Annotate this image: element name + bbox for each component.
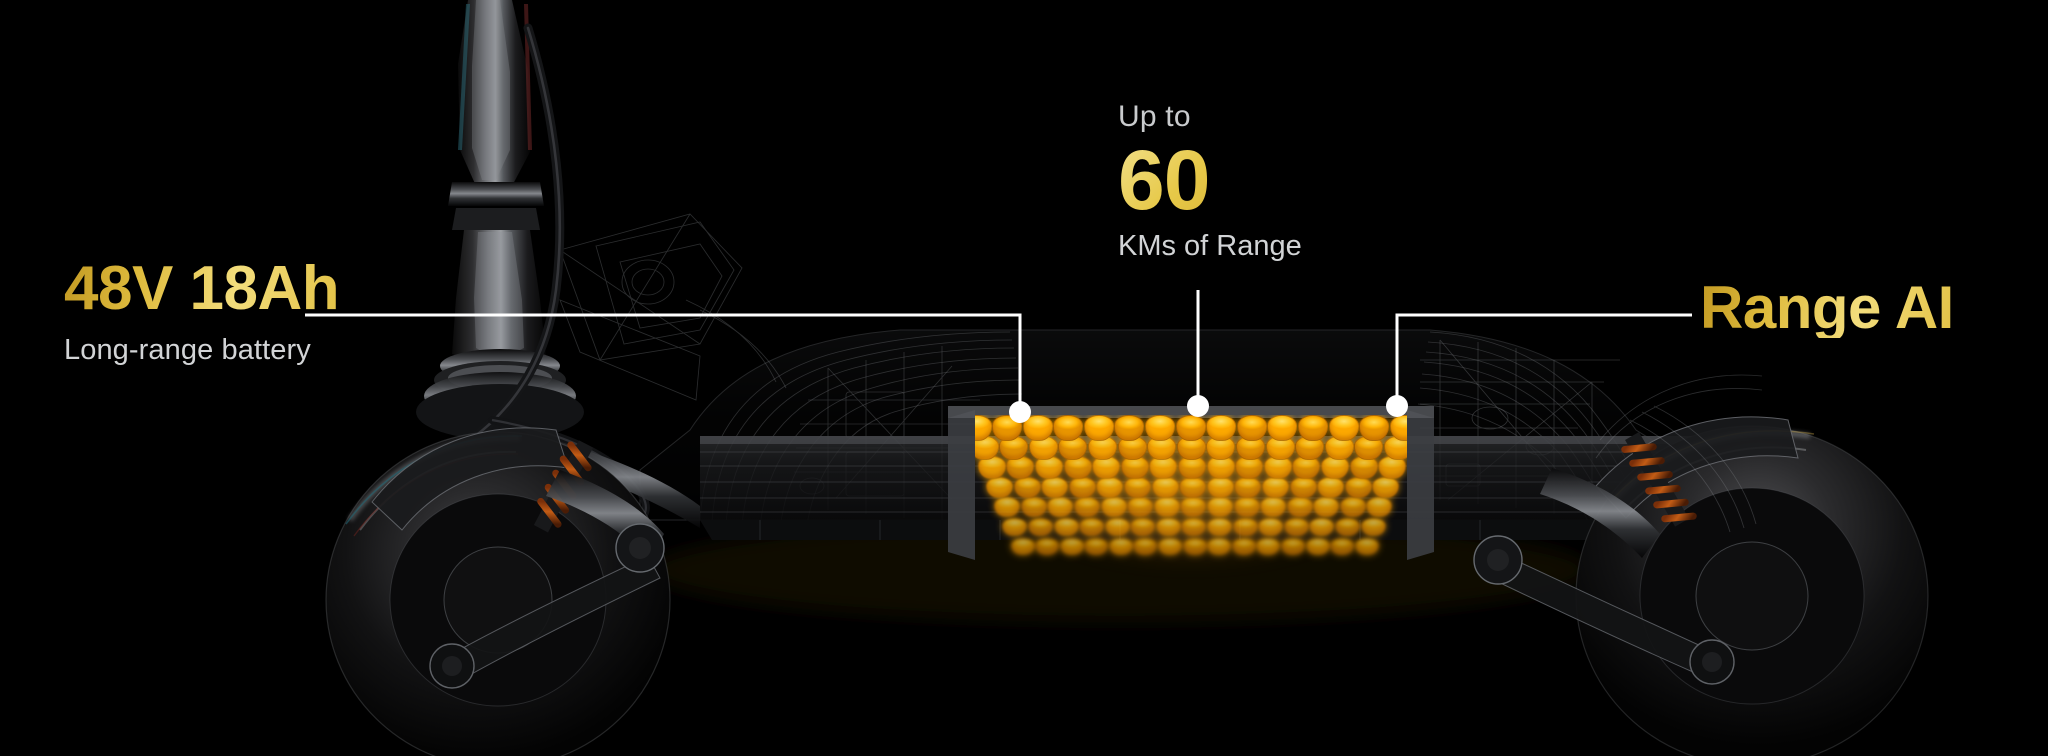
battery-spec-subtitle: Long-range battery	[64, 334, 311, 366]
range-kicker: Up to	[1118, 100, 1191, 133]
leader-line-ai	[1395, 313, 1692, 398]
leader-line-battery	[305, 313, 1022, 404]
callout-range-spec: Up to 60 KMs of Range	[1118, 100, 1302, 263]
battery-cell-array	[975, 415, 1407, 565]
callout-range-ai: Range AI	[1700, 278, 1954, 338]
range-subtitle: KMs of Range	[1118, 229, 1302, 262]
battery-spec-title: 48V 18Ah	[64, 254, 340, 323]
range-value: 60	[1118, 137, 1302, 224]
leader-dot-range	[1187, 395, 1209, 417]
callout-battery-spec: 48V 18Ah Long-range battery	[64, 254, 340, 367]
leader-dot-battery	[1009, 401, 1031, 423]
range-ai-title: Range AI	[1700, 274, 1954, 341]
leader-dot-ai	[1386, 395, 1408, 417]
